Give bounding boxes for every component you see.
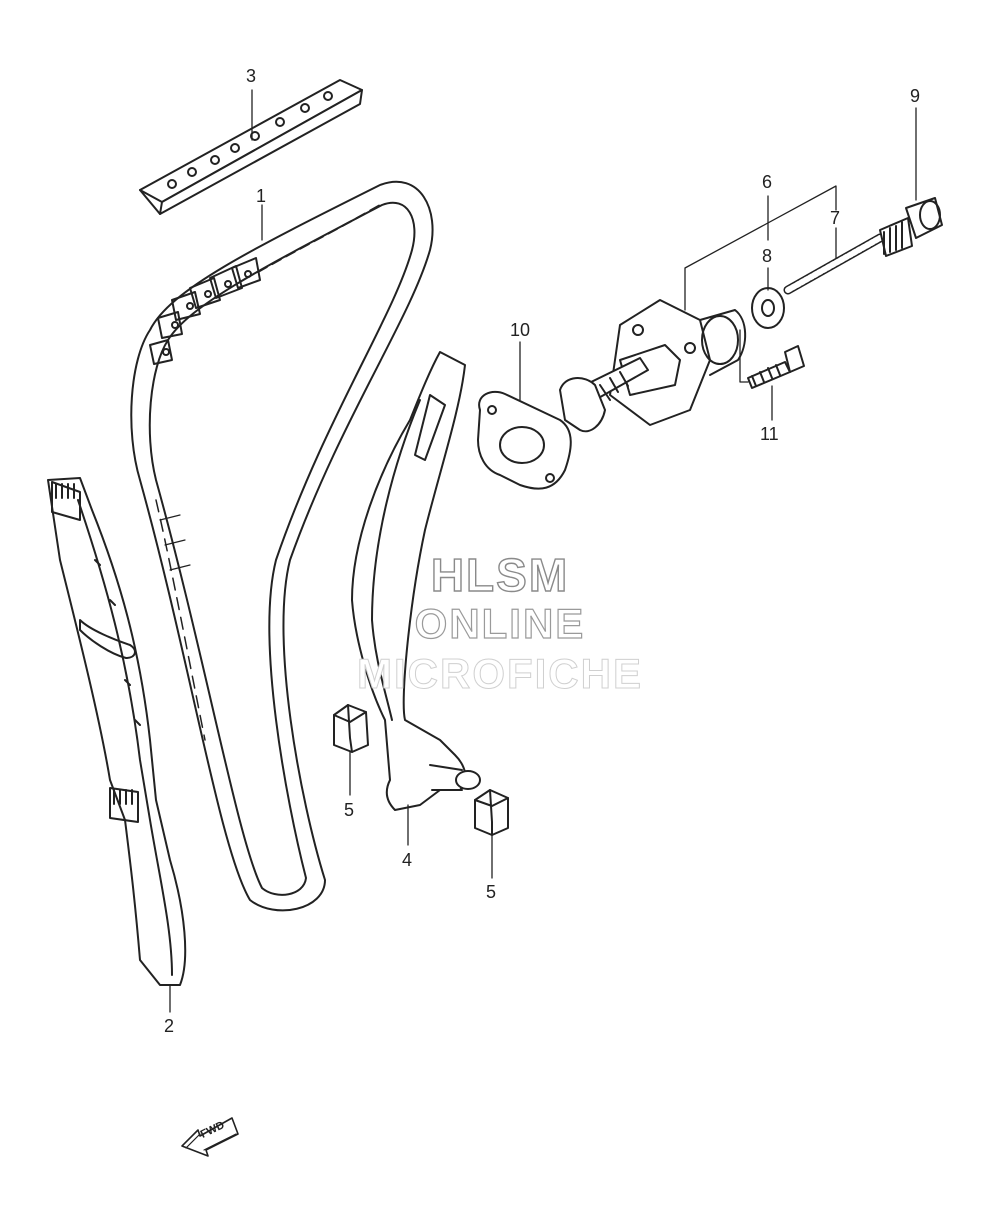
callout-8: 8 — [762, 246, 773, 266]
watermark-line-3: MICROFICHE — [357, 650, 643, 698]
callout-5-left: 5 — [344, 800, 355, 820]
tensioner-spring — [783, 233, 885, 295]
callout-1: 1 — [256, 186, 267, 206]
tensioner-arm — [351, 351, 481, 811]
leader-lines — [169, 89, 917, 1013]
callout-4: 4 — [402, 850, 413, 870]
mounting-bolt — [747, 345, 805, 389]
callout-7: 7 — [830, 208, 841, 228]
tensioner-body — [559, 299, 747, 433]
callout-10: 10 — [510, 320, 531, 340]
chain-guide-left — [47, 477, 187, 986]
watermark-line-1: HLSM — [430, 548, 570, 601]
callout-2: 2 — [164, 1016, 175, 1036]
chain-guide-plate — [139, 79, 363, 215]
damper-right — [474, 789, 509, 836]
callout-5-right: 5 — [486, 882, 497, 902]
callout-3: 3 — [246, 66, 257, 86]
fwd-arrow-icon — [181, 1117, 239, 1157]
tensioner-gasket — [477, 390, 572, 490]
callout-6: 6 — [762, 172, 773, 192]
callout-11: 11 — [760, 424, 779, 444]
washer — [751, 287, 785, 329]
cam-chain — [130, 180, 434, 912]
watermark-line-2: ONLINE — [414, 599, 586, 647]
cap-bolt — [879, 197, 943, 257]
damper-left — [333, 704, 369, 753]
callout-9: 9 — [910, 86, 921, 106]
